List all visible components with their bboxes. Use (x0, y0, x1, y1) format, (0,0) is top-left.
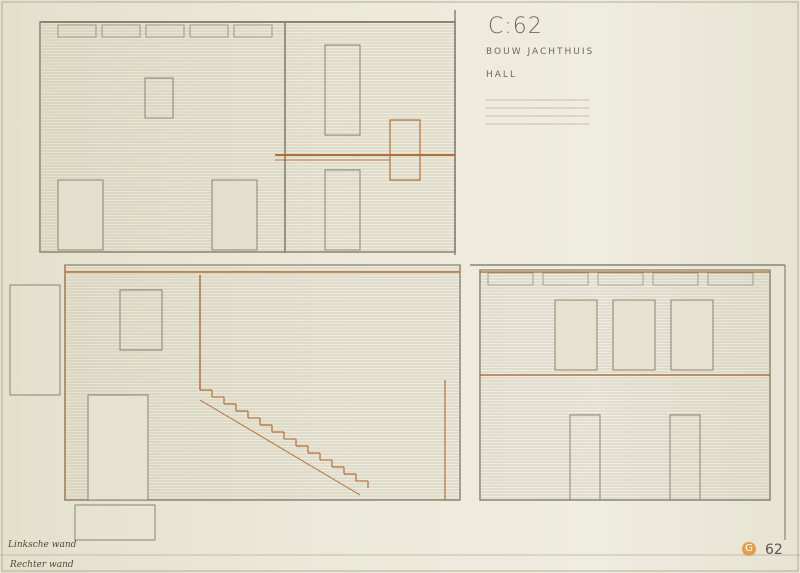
drawing-line (487, 272, 534, 286)
drawing-line (707, 272, 754, 286)
drawing-line (554, 299, 598, 371)
drawing-code: C:62 (488, 14, 543, 39)
drawing-line (119, 289, 163, 351)
stamp-number: 62 (765, 542, 783, 558)
drawing-line (9, 284, 61, 396)
drawing-line (87, 394, 149, 501)
drawing-line (144, 77, 174, 119)
drawing-line (189, 24, 229, 38)
drawing-line (284, 21, 456, 253)
drawing-line (569, 414, 601, 501)
drawing-line (101, 24, 141, 38)
drawing-line (652, 272, 699, 286)
room-title: HALL (486, 70, 517, 80)
drawing-line (670, 299, 714, 371)
drawing-line (612, 299, 656, 371)
drawing-line (669, 414, 701, 501)
drawing-line (324, 169, 361, 251)
drawing-line (57, 179, 104, 251)
drawing-line (74, 504, 156, 541)
drawing-line (199, 399, 361, 496)
drawing-line (57, 24, 97, 38)
drawing-line (324, 44, 361, 136)
drawing-line (233, 24, 273, 38)
drawing-line (389, 119, 421, 181)
wall-label-right: Rechter wand (10, 560, 74, 570)
drawing-line (211, 179, 258, 251)
project-title: BOUW JACHTHUIS (486, 47, 595, 57)
stamp-letter: G (742, 542, 756, 556)
drawing-line (145, 24, 185, 38)
drawing-line (597, 272, 644, 286)
wall-label-left: Linksche wand (8, 540, 77, 550)
drawing-line (542, 272, 589, 286)
